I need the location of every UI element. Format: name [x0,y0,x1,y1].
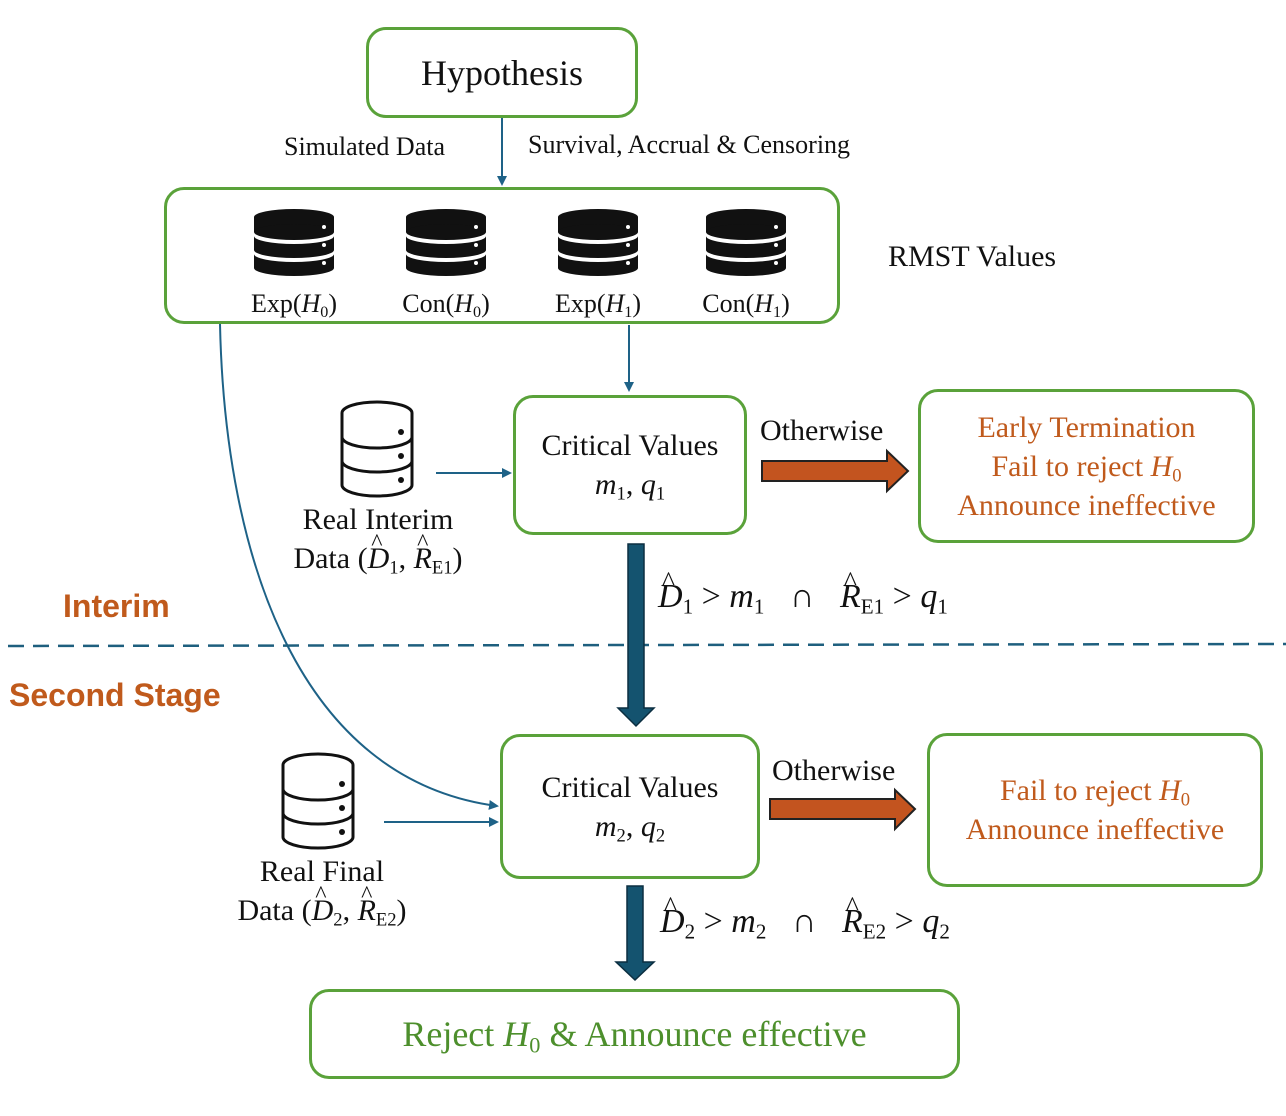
interim-label: Interim [63,588,170,624]
orange-arrow-1 [761,448,910,494]
database-icon-final [281,752,355,855]
arrow-sim-curve-to-cv2 [219,323,499,810]
database-icon-2: Con(H0) [401,208,491,320]
rmst-values-label: RMST Values [888,240,1057,273]
critical-values-label-2: Critical Values [541,770,719,804]
reject-box: Reject H0 & Announce effective [309,989,960,1079]
early-termination-box: Early Termination Fail to reject H0 Anno… [918,389,1255,543]
simulated-data-label: Simulated Data [284,132,446,161]
big-arrow-cv2-to-reject [614,885,656,982]
database-icon-1: Exp(H0) [249,208,339,320]
survival-accrual-label: Survival, Accrual & Censoring [528,130,851,159]
real-interim-label: Real Interim Data (D1, RE1) [284,500,472,578]
otherwise-label-2: Otherwise [772,754,896,787]
critical-values-box-2: Critical Values m2, q2 [500,734,760,879]
critical-values-box-1: Critical Values m1, q1 [513,395,747,535]
database-icon-interim [340,400,414,503]
stage-divider [7,642,1286,648]
hypothesis-box: Hypothesis [366,27,638,118]
reject-text: Reject H0 & Announce effective [402,1014,867,1058]
critical-values-m1-q1: m1, q1 [594,468,666,505]
orange-arrow-2 [769,787,917,832]
database-label-3: Exp(H1) [554,289,642,321]
second-stage-label: Second Stage [9,677,221,713]
database-icon-4: Con(H1) [701,208,791,320]
critical-values-m2-q2: m2, q2 [594,809,666,847]
simulated-data-box: Exp(H0) Con(H0) Exp(H1) Con(H1) [164,187,840,324]
condition-stage-1: D1 > m1 ∩ RE1 > q1 [658,566,948,617]
real-interim-line2: Data (D1, RE1) [284,528,472,578]
hypothesis-label: Hypothesis [421,52,583,93]
real-final-label: Real Final Data (D2, RE2) [222,852,422,930]
database-icon-3: Exp(H1) [553,208,643,320]
otherwise-label-1: Otherwise [760,414,884,447]
early-termination-text: Early Termination [977,410,1196,444]
critical-values-label-1: Critical Values [541,429,719,462]
fail-to-reject-box: Fail to reject H0 Announce ineffective [927,733,1263,887]
fail-to-reject-text-2: Fail to reject H0 [999,774,1191,811]
announce-ineffective-text-2: Announce ineffective [965,813,1225,846]
database-label-4: Con(H1) [702,289,790,321]
database-label-2: Con(H0) [402,289,490,321]
announce-ineffective-text-1: Announce ineffective [957,488,1216,522]
real-final-line2: Data (D2, RE2) [222,880,422,930]
big-arrow-cv1-to-cv2 [616,543,656,728]
database-label-1: Exp(H0) [250,289,338,321]
condition-stage-2: D2 > m2 ∩ RE2 > q2 [660,891,950,942]
fail-to-reject-text-1: Fail to reject H0 [991,449,1182,487]
